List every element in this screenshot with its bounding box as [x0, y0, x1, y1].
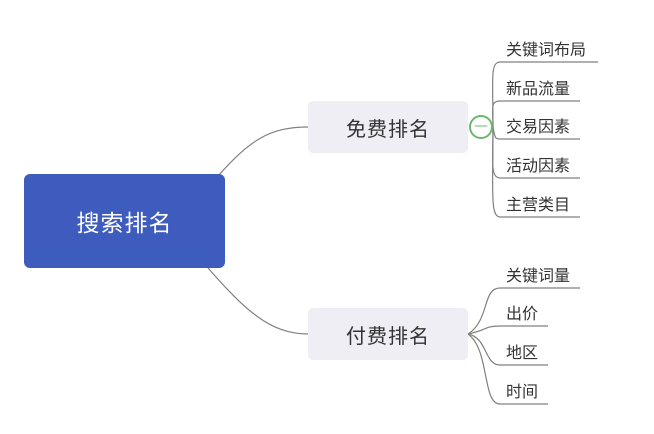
leaf-node[interactable]: 出价: [506, 304, 539, 323]
leaf-node[interactable]: 新品流量: [506, 79, 571, 98]
connector-leaf-2-4: [467, 333, 548, 405]
leaf-node[interactable]: 关键词布局: [506, 40, 587, 59]
branch-label: 付费排名: [346, 323, 430, 348]
connector-leaf-1-5: [491, 126, 580, 218]
branch-node-paid-ranking[interactable]: 付费排名: [308, 308, 468, 360]
leaf-node[interactable]: 地区: [506, 343, 539, 362]
connector-leaf-2-3: [467, 333, 548, 366]
connector-leaf-2-1: [467, 287, 580, 335]
collapse-toggle-icon[interactable]: —: [469, 115, 493, 139]
connector-leaf-1-2: [491, 100, 580, 128]
leaf-node[interactable]: 交易因素: [506, 117, 571, 136]
leaf-node[interactable]: 主营类目: [506, 195, 571, 214]
root-label: 搜索排名: [76, 211, 173, 237]
leaf-node[interactable]: 时间: [506, 382, 539, 401]
leaf-node[interactable]: 活动因素: [506, 156, 571, 175]
connector-leaf-2-2: [467, 325, 548, 335]
connector-root-branch2: [207, 267, 309, 335]
root-node[interactable]: 搜索排名: [24, 174, 225, 268]
branch-label: 免费排名: [346, 116, 430, 141]
branch-node-free-ranking[interactable]: 免费排名: [308, 101, 468, 153]
connector-root-branch1: [217, 126, 309, 177]
leaf-node[interactable]: 关键词量: [506, 266, 571, 285]
